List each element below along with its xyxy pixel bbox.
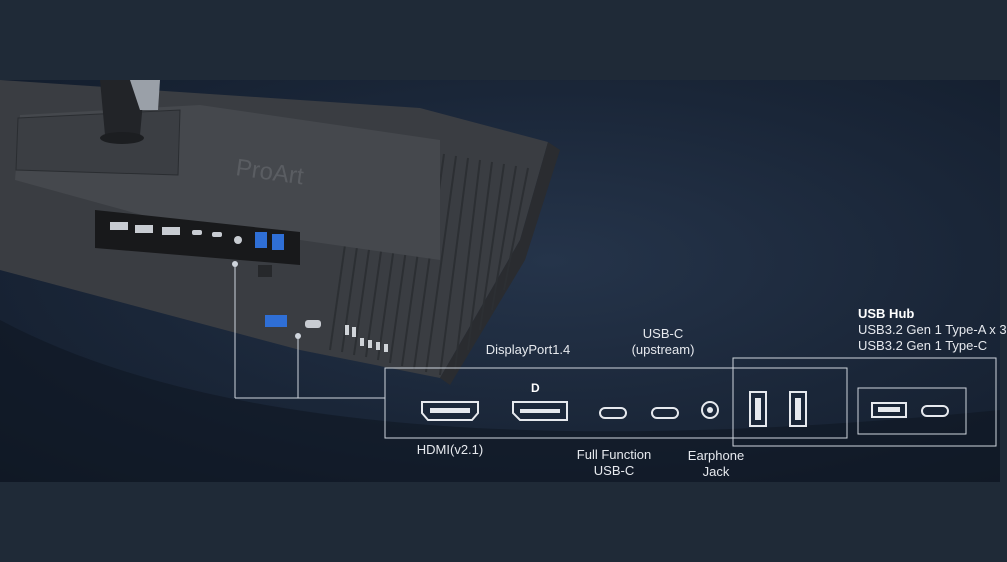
usb-a-port-icon-3 <box>871 402 907 418</box>
usb-hub-callout-box <box>732 357 997 447</box>
usb-hub-type-a-line: USB3.2 Gen 1 Type-A x 3 <box>858 322 1007 337</box>
usb-c-port-icon-upstream <box>651 407 679 419</box>
earphone-jack-label-line1: Earphone <box>687 448 745 463</box>
monitor-bezel-edge <box>440 142 560 385</box>
ports-callout-box <box>384 367 848 439</box>
usb3-blue-port-lower <box>265 315 287 327</box>
usb-a-port-icon-2 <box>789 391 807 427</box>
usb3-blue-port-upper <box>255 232 267 248</box>
hdmi-label: HDMI(v2.1) <box>416 442 484 457</box>
floor-shadow <box>0 320 1000 482</box>
full-function-usb-c-label-line2: USB-C <box>593 463 635 478</box>
displayport-port-icon: D <box>512 381 568 421</box>
monitor-ports-band: ProArt <box>0 80 1000 482</box>
usb-c-port-icon-full-function <box>599 407 627 419</box>
usb-c-upstream-label-line1: USB-C <box>642 326 684 341</box>
usb-hub-type-c-line: USB3.2 Gen 1 Type-C <box>858 338 988 353</box>
usb-c-port-lower <box>305 320 321 328</box>
rear-port-cluster <box>110 222 242 244</box>
stand-neck-base <box>100 132 144 144</box>
stand-mount-plate <box>15 109 181 176</box>
usb-hub-inner-box <box>857 387 967 435</box>
callout-dot-rear <box>232 261 238 267</box>
usb-a-port-icon-1 <box>749 391 767 427</box>
usb3-blue-port-upper-2 <box>272 234 284 250</box>
stand-neck <box>100 80 145 135</box>
displayport-logo-icon: D <box>531 381 540 395</box>
usb-c-port-icon-hub <box>921 405 949 417</box>
earphone-jack-label-line2: Jack <box>702 464 730 479</box>
port-cavity <box>95 210 300 265</box>
earphone-jack-icon <box>701 401 719 419</box>
callout-dot-lower <box>295 333 301 339</box>
vent-slots <box>345 325 388 352</box>
stand-silver-arm <box>130 80 160 110</box>
displayport-label: DisplayPort1.4 <box>485 342 571 357</box>
rear-small-port <box>258 265 272 277</box>
full-function-usb-c-label-line1: Full Function <box>576 447 652 462</box>
hdmi-port-icon <box>421 401 479 421</box>
usb-c-upstream-label-line2: (upstream) <box>631 342 695 357</box>
monitor-rear-illustration: ProArt <box>0 80 1000 482</box>
usb-hub-title: USB Hub <box>858 306 915 321</box>
